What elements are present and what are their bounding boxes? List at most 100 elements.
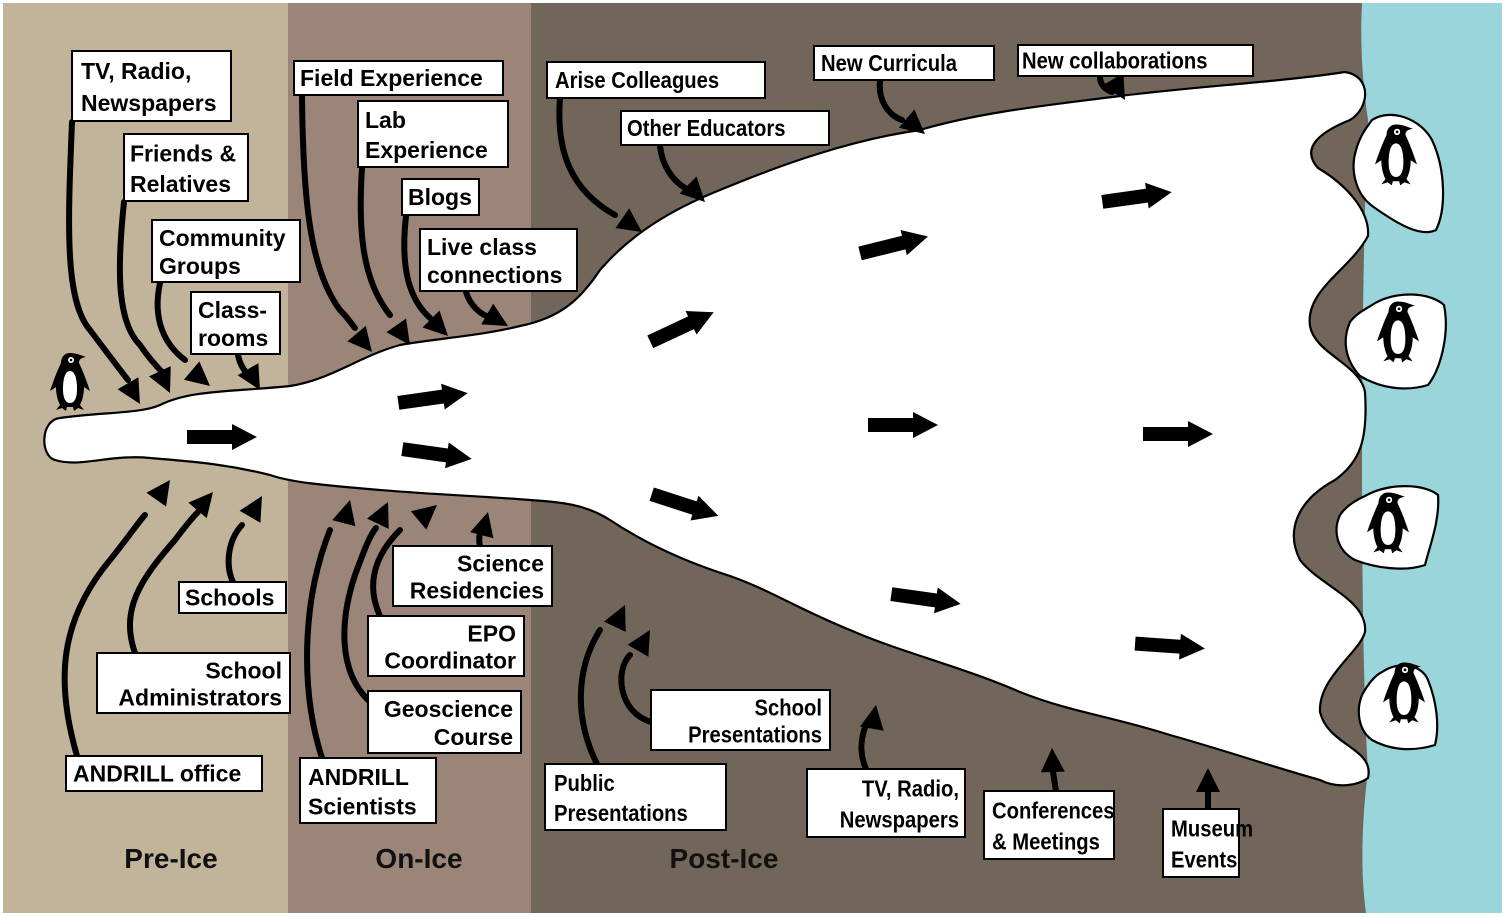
label-text: Class- <box>198 297 267 323</box>
label-text: Public <box>554 770 615 797</box>
connector-arrow <box>116 199 171 393</box>
label-text: Presentations <box>554 800 688 827</box>
label-box-frame <box>178 581 287 614</box>
connector-line <box>357 165 393 318</box>
connector-arrow <box>470 512 494 549</box>
connector-arrow <box>235 352 260 390</box>
connector-line <box>154 280 188 363</box>
phase-label-on-ice: On-Ice <box>375 843 462 874</box>
label-text: Experience <box>365 137 488 163</box>
label-text: Lab <box>365 107 406 133</box>
arrowhead-icon <box>410 505 437 530</box>
ice-funnel <box>43 70 1370 787</box>
connector-arrow <box>463 289 508 326</box>
label-box-frame <box>401 178 480 216</box>
connector-arrow <box>299 93 372 352</box>
label-box-frame <box>96 652 291 714</box>
label-text: Schools <box>185 585 274 611</box>
connector-line <box>116 199 168 378</box>
top-label-box: Friends &Relatives <box>123 133 249 202</box>
label-text: Field Experience <box>300 65 483 91</box>
connector-arrow <box>357 165 410 345</box>
top-label-box: Class-rooms <box>190 291 281 355</box>
label-text: Live class <box>427 234 537 260</box>
connector-line <box>876 78 905 123</box>
arrowhead-icon <box>615 208 642 232</box>
label-text: Course <box>434 724 513 750</box>
phase-label-post-ice: Post-Ice <box>670 843 779 874</box>
label-text: School <box>755 694 822 721</box>
flow-arrow-icon <box>858 229 928 261</box>
flow-arrows <box>187 182 1213 660</box>
flow-arrow-icon <box>397 383 468 410</box>
label-box-frame <box>123 133 249 202</box>
connector-line <box>127 509 201 656</box>
label-text: New Curricula <box>821 50 958 77</box>
connector-arrow <box>225 496 262 585</box>
flow-arrow-icon <box>187 424 257 450</box>
connector-line <box>1050 769 1059 794</box>
label-text: Other Educators <box>627 115 786 142</box>
connector-arrow <box>127 492 213 656</box>
top-label-box: Arise Colleagues <box>546 61 766 99</box>
connector-line <box>556 95 618 218</box>
connector-line <box>1097 74 1115 95</box>
label-box-frame <box>151 219 301 283</box>
label-text: New collaborations <box>1022 47 1208 74</box>
connector-arrow <box>341 502 389 703</box>
arrowhead-icon <box>117 377 140 404</box>
connector-arrow <box>858 705 884 772</box>
arrowhead-icon <box>386 318 410 345</box>
label-box-frame <box>544 763 727 831</box>
connector-line <box>858 722 869 772</box>
connector-line <box>618 652 654 725</box>
arrowhead-icon <box>239 496 262 523</box>
flow-arrow-icon <box>1134 633 1205 660</box>
label-box-frame <box>620 110 830 146</box>
label-text: Newspapers <box>840 806 959 833</box>
arrowhead-icon <box>237 363 260 390</box>
label-text: rooms <box>198 325 268 351</box>
flow-arrow-icon <box>649 487 719 521</box>
arrowhead-icon <box>347 325 372 352</box>
arrowhead-icon <box>188 492 213 519</box>
connector-line <box>577 627 603 767</box>
arrowhead-icon <box>898 109 925 134</box>
label-box-frame <box>1162 808 1240 878</box>
top-label-box: Field Experience <box>293 60 504 96</box>
flow-arrow-icon <box>401 442 472 469</box>
flow-arrow-icon <box>868 412 938 438</box>
connector-arrow <box>304 500 356 761</box>
label-box-frame <box>813 45 995 81</box>
label-box-frame <box>546 61 766 99</box>
label-box-frame <box>806 768 966 838</box>
arrowhead-icon <box>148 366 171 393</box>
flow-arrow-icon <box>890 587 961 614</box>
arrowhead-icon <box>1040 748 1065 773</box>
label-text: Geoscience <box>384 696 513 722</box>
arrowhead-icon <box>183 361 210 386</box>
label-box-frame <box>392 545 553 607</box>
label-text: Scientists <box>308 793 417 819</box>
label-box-frame <box>650 689 831 751</box>
arrowhead-icon <box>603 605 626 632</box>
connector-arrow <box>556 95 642 232</box>
arrowhead-icon <box>1196 768 1220 792</box>
label-text: Friends & <box>130 140 236 166</box>
top-label-box: Blogs <box>401 178 480 216</box>
bottom-label-box: TV, Radio,Newspapers <box>806 768 966 838</box>
bottom-label-box: Schools <box>178 581 287 614</box>
connector-arrow <box>370 505 437 619</box>
connector-line <box>225 522 245 585</box>
label-text: TV, Radio, <box>81 58 191 84</box>
label-box-frame <box>419 228 578 292</box>
label-box-frame <box>293 60 504 96</box>
top-label-box: TV, Radio,Newspapers <box>71 50 232 122</box>
label-text: ANDRILL <box>308 764 409 790</box>
connector-line <box>341 525 379 703</box>
